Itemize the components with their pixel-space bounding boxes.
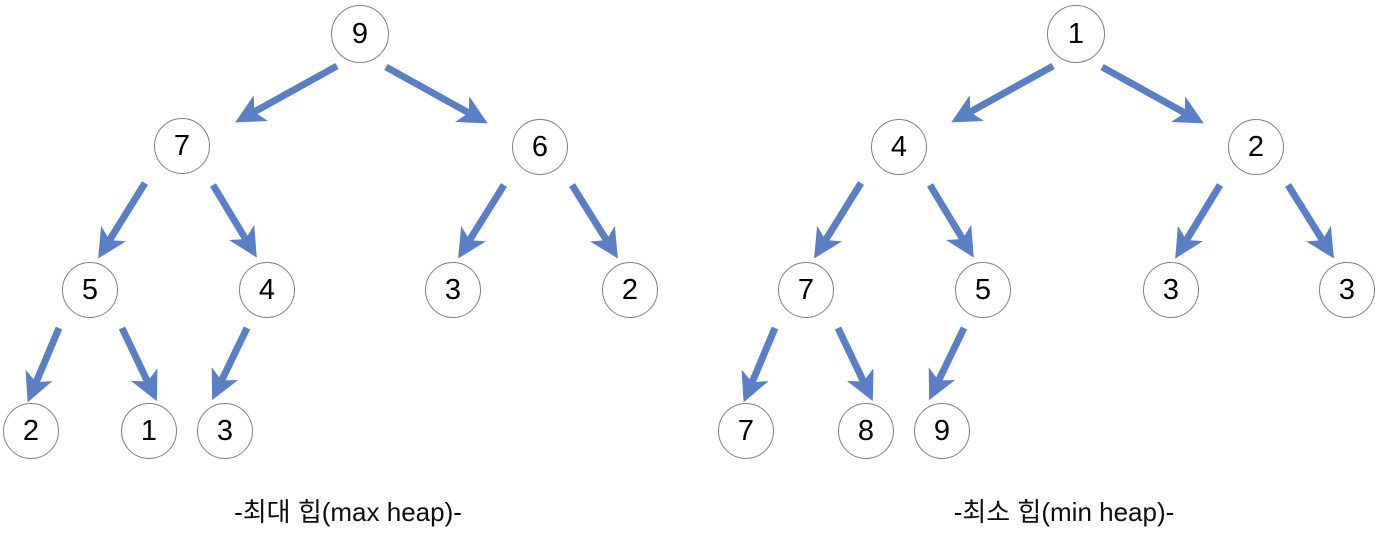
tree-node: 2	[3, 403, 59, 459]
tree-edge-arrow	[458, 183, 507, 259]
tree-edge-arrow	[211, 326, 251, 401]
tree-node: 3	[1143, 262, 1199, 318]
tree-edge-arrow	[834, 326, 874, 402]
tree-node: 2	[1228, 119, 1284, 175]
tree-node: 1	[1047, 5, 1105, 63]
tree-node: 5	[62, 262, 118, 318]
tree-edge-arrow	[927, 183, 974, 258]
diagram-caption: -최소 힙(min heap)-	[953, 497, 1175, 527]
tree-edge-arrow	[25, 326, 63, 403]
tree-edge-arrow	[98, 181, 148, 259]
tree-edge-arrow	[1100, 63, 1204, 124]
tree-node: 9	[331, 5, 389, 63]
tree-node: 4	[871, 119, 927, 175]
edge-group	[25, 62, 1334, 403]
tree-edge-arrow	[814, 181, 864, 259]
tree-edge-arrow	[235, 62, 339, 123]
tree-node: 4	[239, 262, 295, 318]
tree-node: 3	[1319, 262, 1375, 318]
tree-node: 3	[197, 403, 253, 459]
tree-node: 3	[425, 262, 481, 318]
tree-edge-arrow	[384, 63, 488, 124]
tree-edge-arrow	[118, 326, 158, 402]
tree-edge-arrow	[1285, 183, 1334, 259]
tree-node: 7	[718, 403, 774, 459]
tree-edge-arrow	[741, 326, 779, 403]
tree-node: 2	[602, 262, 658, 318]
tree-node: 7	[154, 118, 210, 174]
tree-edge-arrow	[1175, 183, 1223, 259]
diagram-caption: -최대 힙(max heap)-	[234, 497, 462, 527]
tree-node: 5	[955, 262, 1011, 318]
tree-edge-arrow	[928, 326, 968, 401]
tree-edge-arrow	[569, 183, 618, 259]
tree-node: 9	[914, 403, 970, 459]
tree-node: 7	[778, 262, 834, 318]
tree-node: 6	[512, 119, 568, 175]
tree-edge-arrow	[210, 183, 257, 258]
tree-node: 1	[121, 403, 177, 459]
tree-edge-arrow	[951, 62, 1055, 123]
tree-node: 8	[838, 403, 894, 459]
